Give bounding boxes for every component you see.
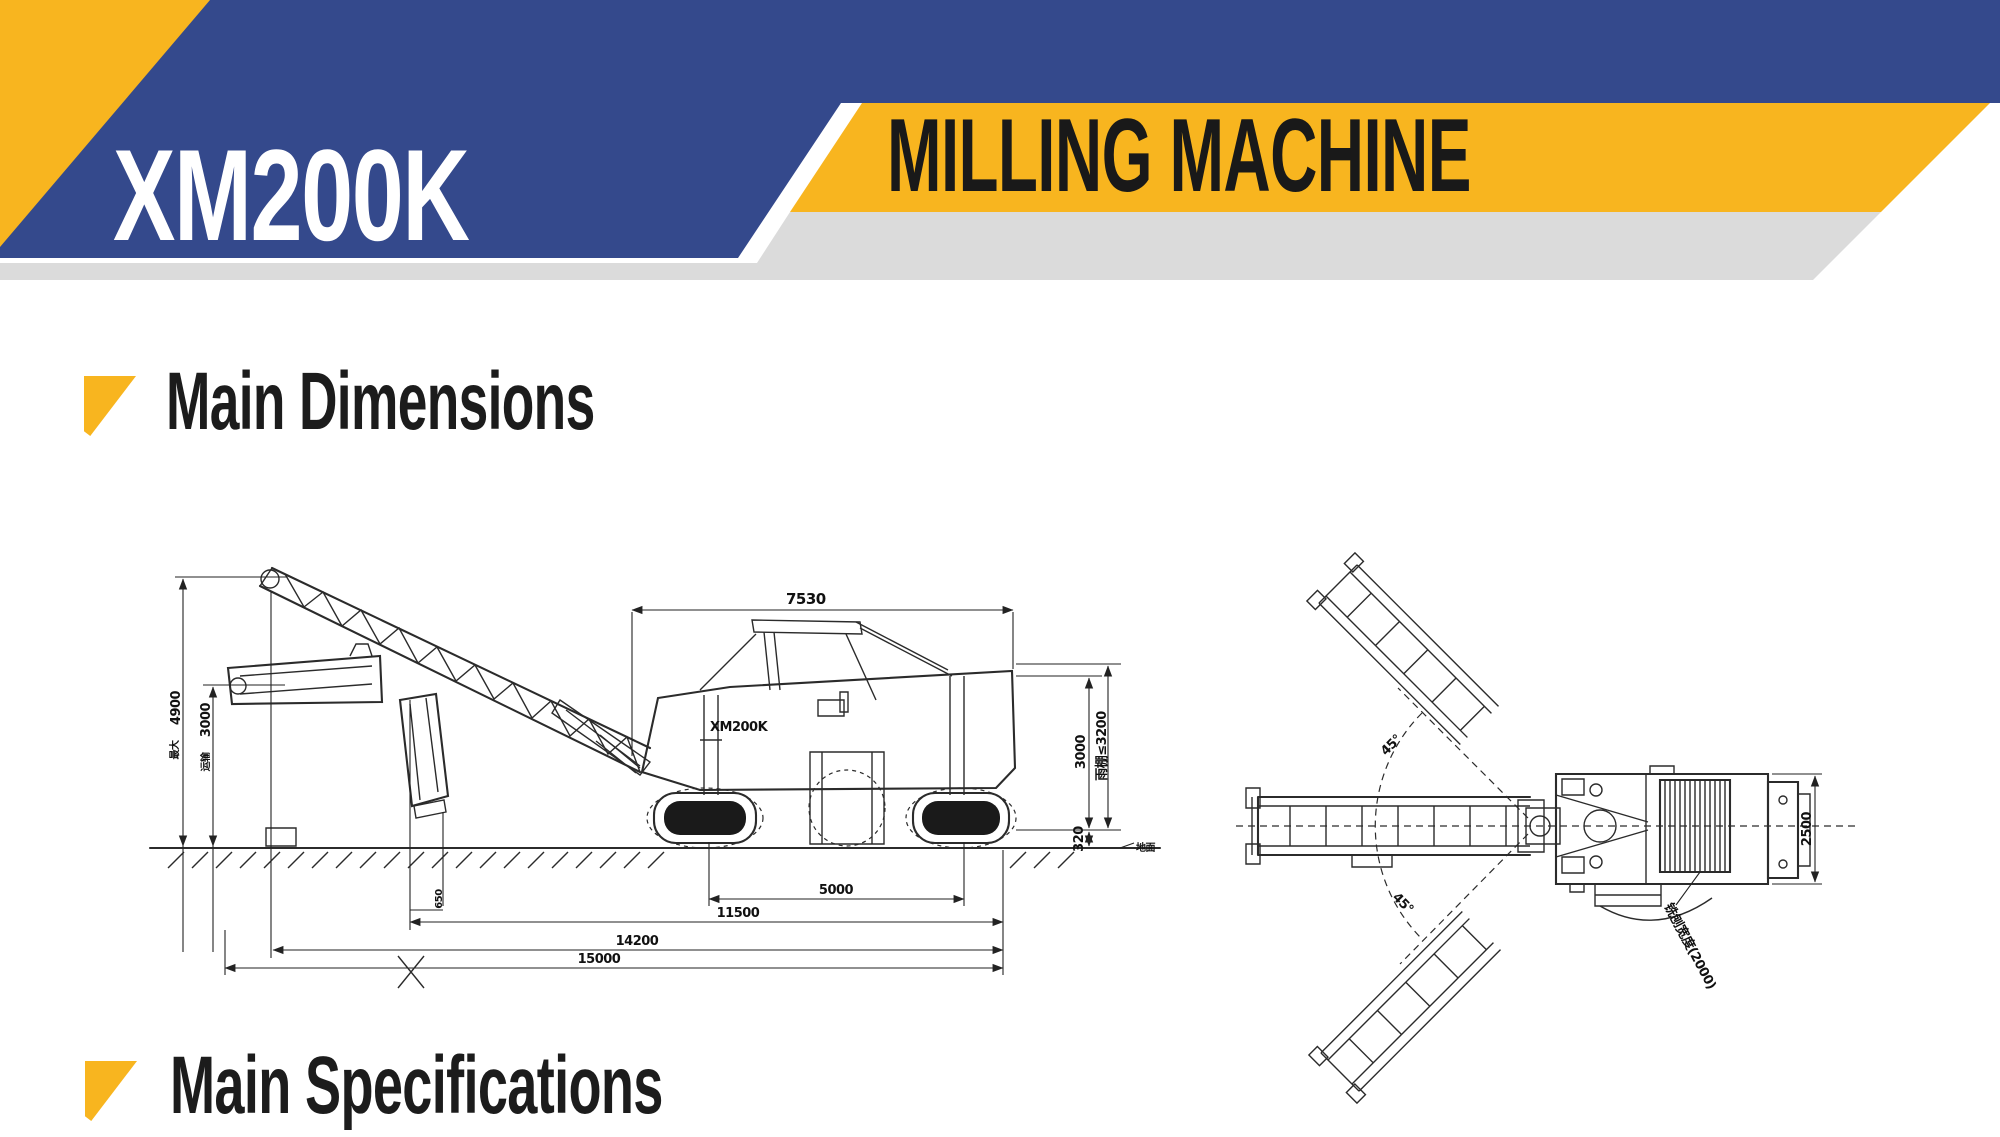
section-marker-icon: [85, 1061, 137, 1121]
svg-text:3000: 3000: [199, 702, 214, 737]
svg-text:5000: 5000: [819, 883, 854, 898]
section-marker-icon: [84, 376, 136, 436]
svg-text:15000: 15000: [578, 952, 621, 967]
svg-text:最大: 最大: [168, 740, 181, 760]
dimension-2500: 2500: [1772, 774, 1822, 884]
conveyor-swing-upper: [1307, 553, 1504, 750]
svg-text:320: 320: [1072, 826, 1087, 852]
svg-text:14200: 14200: [616, 934, 659, 949]
svg-text:铣刨宽度(2000): 铣刨宽度(2000): [1660, 900, 1719, 991]
swing-arc: [1375, 688, 1528, 964]
top-view-drawing: 45° 45° 2500 铣刨宽度(2000): [1230, 540, 1890, 1115]
svg-text:地面: 地面: [1136, 841, 1156, 854]
crawler-tracks: [647, 788, 1016, 848]
machine-body-plan: [1556, 766, 1810, 906]
section-title-dimensions: Main Dimensions: [166, 356, 595, 447]
machine-body: [642, 620, 1015, 846]
dimension-3000-transport: 3000 运输: [199, 685, 285, 952]
milling-width-annotation: 铣刨宽度(2000): [1600, 872, 1719, 992]
swing-angle-upper: 45°: [1378, 732, 1405, 759]
side-view-drawing: XM200K 7530 4900 最大 3000 运输 3000 雨棚≤3200: [130, 555, 1190, 995]
ground-line: [150, 848, 1160, 868]
dimension-4900: 4900 最大: [168, 577, 287, 952]
svg-text:11500: 11500: [717, 906, 760, 921]
section-title-specifications: Main Specifications: [170, 1040, 663, 1131]
dimension-chain-bottom: 650 5000 11500 14200 15000: [224, 592, 1004, 988]
dimension-right-heights: 3000 雨棚≤3200 320 地面: [1016, 664, 1156, 854]
machine-body-label: XM200K: [710, 720, 769, 735]
svg-text:4900: 4900: [169, 690, 184, 725]
model-title: XM200K: [113, 122, 470, 268]
product-title: MILLING MACHINE: [887, 98, 1471, 214]
swing-angle-lower: 45°: [1389, 890, 1416, 917]
svg-text:650: 650: [434, 889, 445, 909]
svg-text:雨棚≤3200: 雨棚≤3200: [1094, 711, 1110, 781]
folded-conveyor: [228, 644, 448, 846]
header-yellow-ribbon: [790, 103, 1990, 212]
conveyor-plan: [1246, 788, 1530, 867]
svg-text:运输: 运输: [199, 751, 212, 772]
conveyor-pivot: [1518, 800, 1560, 852]
svg-text:7530: 7530: [786, 590, 826, 608]
feed-conveyor: [552, 700, 650, 775]
conveyor-swing-lower: [1309, 907, 1506, 1104]
svg-text:3000: 3000: [1074, 734, 1089, 769]
dimension-7530: 7530: [631, 590, 1014, 756]
svg-text:2500: 2500: [1800, 811, 1815, 846]
